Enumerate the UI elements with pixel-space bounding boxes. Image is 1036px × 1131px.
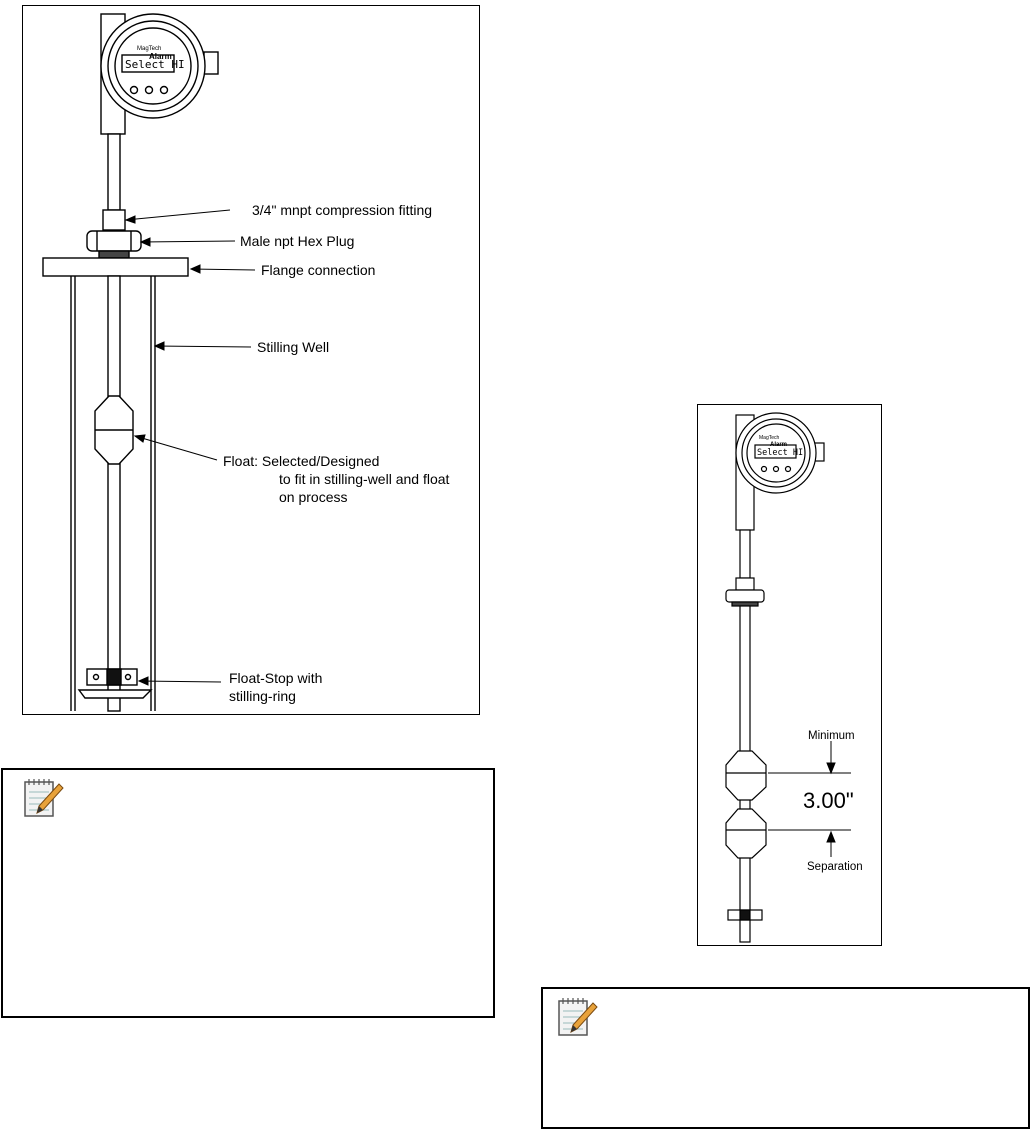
button-down: [772, 465, 780, 473]
stilling-well-drawing: MagTech Alarm Select HI 3/4" mnpt compre…: [42, 13, 450, 712]
button-enter: [159, 85, 169, 95]
lcd-text: Select HI: [757, 448, 803, 458]
compression-fitting: [735, 577, 755, 591]
button-up: [129, 85, 139, 95]
notepad-pencil-icon: [558, 998, 598, 1036]
separation-distance: 3.00": [803, 788, 854, 813]
button-down: [144, 85, 154, 95]
probe-rod: [107, 275, 121, 712]
upper-stem: [739, 529, 751, 579]
brand-text: MagTech: [137, 46, 161, 52]
stilling-ring: [77, 689, 153, 699]
notepad-pencil-icon: [24, 779, 64, 817]
callout-compression-fitting: 3/4" mnpt compression fitting: [252, 202, 432, 218]
flange: [42, 257, 189, 277]
compression-fitting: [102, 209, 126, 231]
upper-float: [725, 750, 767, 801]
alarm-text: Alarm: [149, 52, 172, 61]
hex-plug: [86, 230, 142, 252]
dual-float-drawing: MagTech Alarm Select HI Minimum 3.00" Se…: [725, 412, 863, 943]
lcd-display: [121, 54, 175, 73]
lower-float: [725, 808, 767, 859]
conduit-box: [203, 51, 219, 75]
upper-stem: [107, 133, 121, 211]
stilling-well-diagram: MagTech Alarm Select HI 3/4" mnpt compre…: [22, 5, 480, 715]
callout-float-line-2: to fit in stilling-well and float: [279, 471, 450, 487]
button-enter: [784, 465, 792, 473]
brand-text: MagTech: [759, 435, 780, 441]
hex-plug: [725, 589, 765, 603]
callout-float-stop-line-2: stilling-ring: [229, 688, 296, 704]
note-box-right: [541, 987, 1030, 1129]
lcd-text: Select HI: [125, 58, 185, 71]
callout-hex-plug: Male npt Hex Plug: [240, 233, 354, 249]
separation-label: Separation: [807, 861, 863, 873]
callout-float-stop-line-1: Float-Stop with: [229, 670, 322, 686]
dual-float-diagram: MagTech Alarm Select HI Minimum 3.00" Se…: [697, 404, 882, 946]
callout-stilling-well: Stilling Well: [257, 339, 329, 355]
alarm-text: Alarm: [770, 442, 787, 448]
callout-float-line-3: on process: [279, 489, 347, 505]
minimum-label: Minimum: [808, 730, 855, 742]
lcd-display: [754, 444, 797, 459]
note-box-left: [1, 768, 495, 1018]
callout-float-line-1: Float: Selected/Designed: [223, 453, 379, 469]
button-up: [760, 465, 768, 473]
callout-flange: Flange connection: [261, 262, 375, 278]
